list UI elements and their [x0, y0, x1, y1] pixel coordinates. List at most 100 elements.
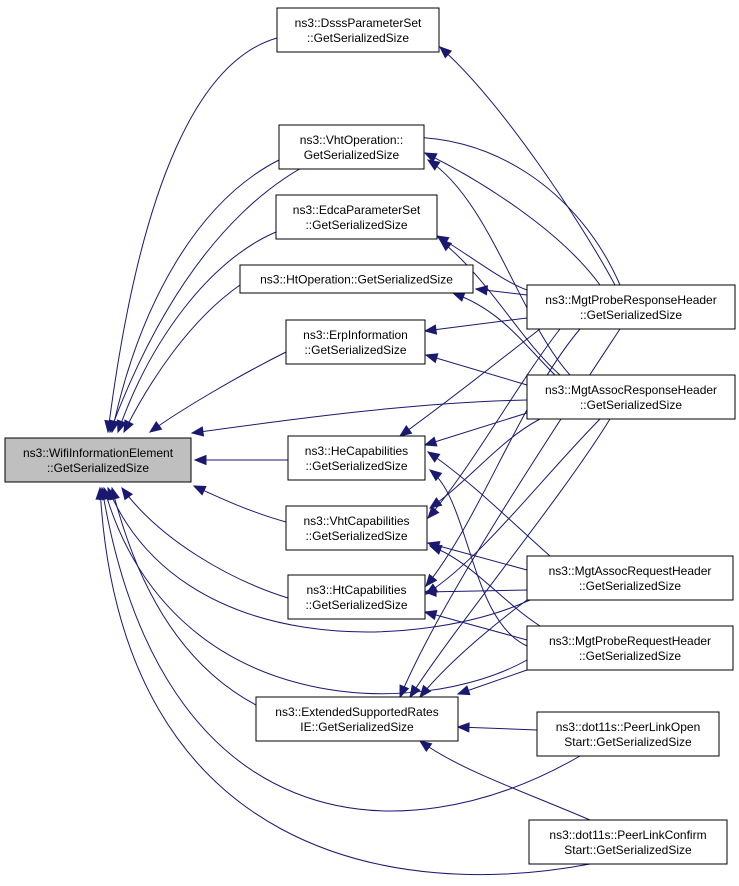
edge-line — [101, 487, 581, 812]
edge-arrowhead — [109, 419, 119, 434]
node-label-line: ns3::VhtOperation:: — [300, 133, 403, 147]
edge-htop-to-root — [123, 284, 241, 434]
edge-proberesp-to-htop — [474, 285, 528, 296]
edge-line — [427, 542, 528, 571]
node-vhtop[interactable]: ns3::VhtOperation::GetSerializedSize — [278, 124, 425, 170]
edge-proberesp-to-vhtop — [423, 152, 601, 286]
node-label-line: ::GetSerializedSize — [47, 461, 149, 475]
edge-arrowhead — [123, 419, 134, 434]
edge-arrowhead — [418, 740, 433, 752]
edge-line — [99, 487, 591, 875]
node-label-line: IE::GetSerializedSize — [300, 720, 414, 734]
node-label-line: ns3::HeCapabilities — [305, 444, 408, 458]
edge-assocresp-to-erp — [424, 353, 528, 386]
node-box — [285, 319, 426, 365]
edge-proberesp-to-hecap — [398, 328, 541, 437]
edge-vhtcap-to-root — [192, 485, 287, 523]
node-label-line: ::GetSerializedSize — [307, 31, 409, 45]
node-label-line: GetSerializedSize — [304, 148, 400, 162]
node-plopen[interactable]: ns3::dot11s::PeerLinkOpenStart::GetSeria… — [536, 711, 720, 757]
edge-plconfirm-to-root — [95, 486, 591, 875]
node-plconfirm[interactable]: ns3::dot11s::PeerLinkConfirmStart::GetSe… — [528, 819, 728, 865]
node-proberesp[interactable]: ns3::MgtProbeResponseHeader::GetSerializ… — [526, 284, 736, 330]
node-box — [528, 819, 728, 865]
edge-proberesp-to-vhtcap — [427, 328, 561, 519]
edge-arrowhead — [419, 684, 432, 699]
edge-assocresp-to-root — [190, 399, 528, 437]
node-box — [285, 505, 428, 551]
node-label-line: ns3::DsssParameterSet — [295, 16, 422, 30]
edge-proberesp-to-extrates — [399, 328, 621, 699]
edge-line — [399, 328, 541, 437]
node-label-line: ::GetSerializedSize — [580, 308, 682, 322]
edge-line — [419, 740, 591, 821]
edge-line — [123, 284, 241, 433]
edge-line — [427, 451, 551, 557]
edge-line — [429, 469, 528, 647]
edge-arrowhead — [398, 425, 413, 437]
node-vhtcap[interactable]: ns3::VhtCapabilities::GetSerializedSize — [285, 505, 428, 551]
edge-line — [419, 599, 528, 698]
edge-arrowhead — [428, 469, 443, 482]
edge-line — [424, 412, 528, 446]
node-box — [278, 124, 425, 170]
edge-proberesp-to-htcap — [425, 328, 581, 588]
node-box — [287, 574, 426, 620]
edge-line — [107, 487, 531, 633]
edge-line — [107, 37, 278, 433]
edge-line — [117, 231, 277, 433]
edge-line — [103, 487, 528, 695]
edge-line — [457, 726, 538, 731]
node-erp[interactable]: ns3::ErpInformation::GetSerializedSize — [285, 319, 426, 365]
edge-assocresp-to-edca — [438, 239, 561, 376]
edge-arrowhead — [192, 485, 207, 496]
edge-arrowhead — [474, 285, 489, 296]
node-htcap[interactable]: ns3::HtCapabilities::GetSerializedSize — [287, 574, 426, 620]
node-label-line: ns3::EdcaParameterSet — [293, 203, 421, 217]
node-box — [275, 194, 438, 240]
node-hecap[interactable]: ns3::HeCapabilities::GetSerializedSize — [287, 435, 426, 481]
edge-assocresp-to-hecap — [423, 412, 528, 447]
edge-line — [452, 292, 556, 376]
edge-assocreq-to-extrates — [419, 599, 528, 699]
edge-line — [191, 399, 528, 434]
node-label-line: ::GetSerializedSize — [580, 398, 682, 412]
edge-arrowhead — [121, 486, 134, 501]
edge-line — [424, 317, 528, 332]
edge-edca-to-root — [116, 231, 277, 434]
edge-assocreq-to-vhtcap — [426, 540, 528, 571]
edge-arrowhead — [399, 684, 410, 699]
node-label-line: ns3::HtOperation::GetSerializedSize — [260, 273, 453, 287]
edge-line — [457, 669, 528, 695]
node-extrates[interactable]: ns3::ExtendedSupportedRatesIE::GetSerial… — [255, 696, 459, 742]
node-assocreq[interactable]: ns3::MgtAssocRequestHeader::GetSerialize… — [526, 555, 734, 601]
edges-layer — [95, 37, 621, 875]
edge-line — [424, 589, 528, 593]
edge-line — [427, 328, 561, 519]
edge-arrowhead — [427, 505, 440, 519]
node-label-line: ns3::MgtProbeRequestHeader — [549, 634, 711, 648]
edge-hecap-to-root — [193, 454, 288, 466]
node-label-line: ::GetSerializedSize — [579, 579, 681, 593]
node-label-line: ::GetSerializedSize — [305, 529, 407, 543]
edge-arrowhead — [451, 292, 466, 302]
edge-line — [429, 418, 541, 509]
node-htop[interactable]: ns3::HtOperation::GetSerializedSize — [239, 264, 474, 294]
edge-htcap-to-root — [121, 486, 289, 599]
node-box — [526, 374, 736, 420]
edge-arrowhead — [423, 152, 438, 163]
node-label-line: ns3::MgtAssocResponseHeader — [545, 383, 717, 397]
edge-line — [111, 159, 280, 433]
node-assocresp[interactable]: ns3::MgtAssocResponseHeader::GetSerializ… — [526, 374, 736, 420]
node-dsss[interactable]: ns3::DsssParameterSet::GetSerializedSize — [276, 7, 440, 53]
node-probereq[interactable]: ns3::MgtProbeRequestHeader::GetSerialize… — [526, 625, 734, 671]
edge-assocresp-to-extrates — [409, 418, 611, 699]
node-label-line: ns3::MgtAssocRequestHeader — [549, 564, 712, 578]
node-box — [536, 711, 720, 757]
node-root[interactable]: ns3::WifiInformationElement::GetSerializ… — [4, 437, 192, 483]
edge-arrowhead — [148, 420, 163, 433]
node-box — [287, 435, 426, 481]
edge-extrates-to-root — [109, 486, 257, 706]
node-edca[interactable]: ns3::EdcaParameterSet::GetSerializedSize — [275, 194, 438, 240]
